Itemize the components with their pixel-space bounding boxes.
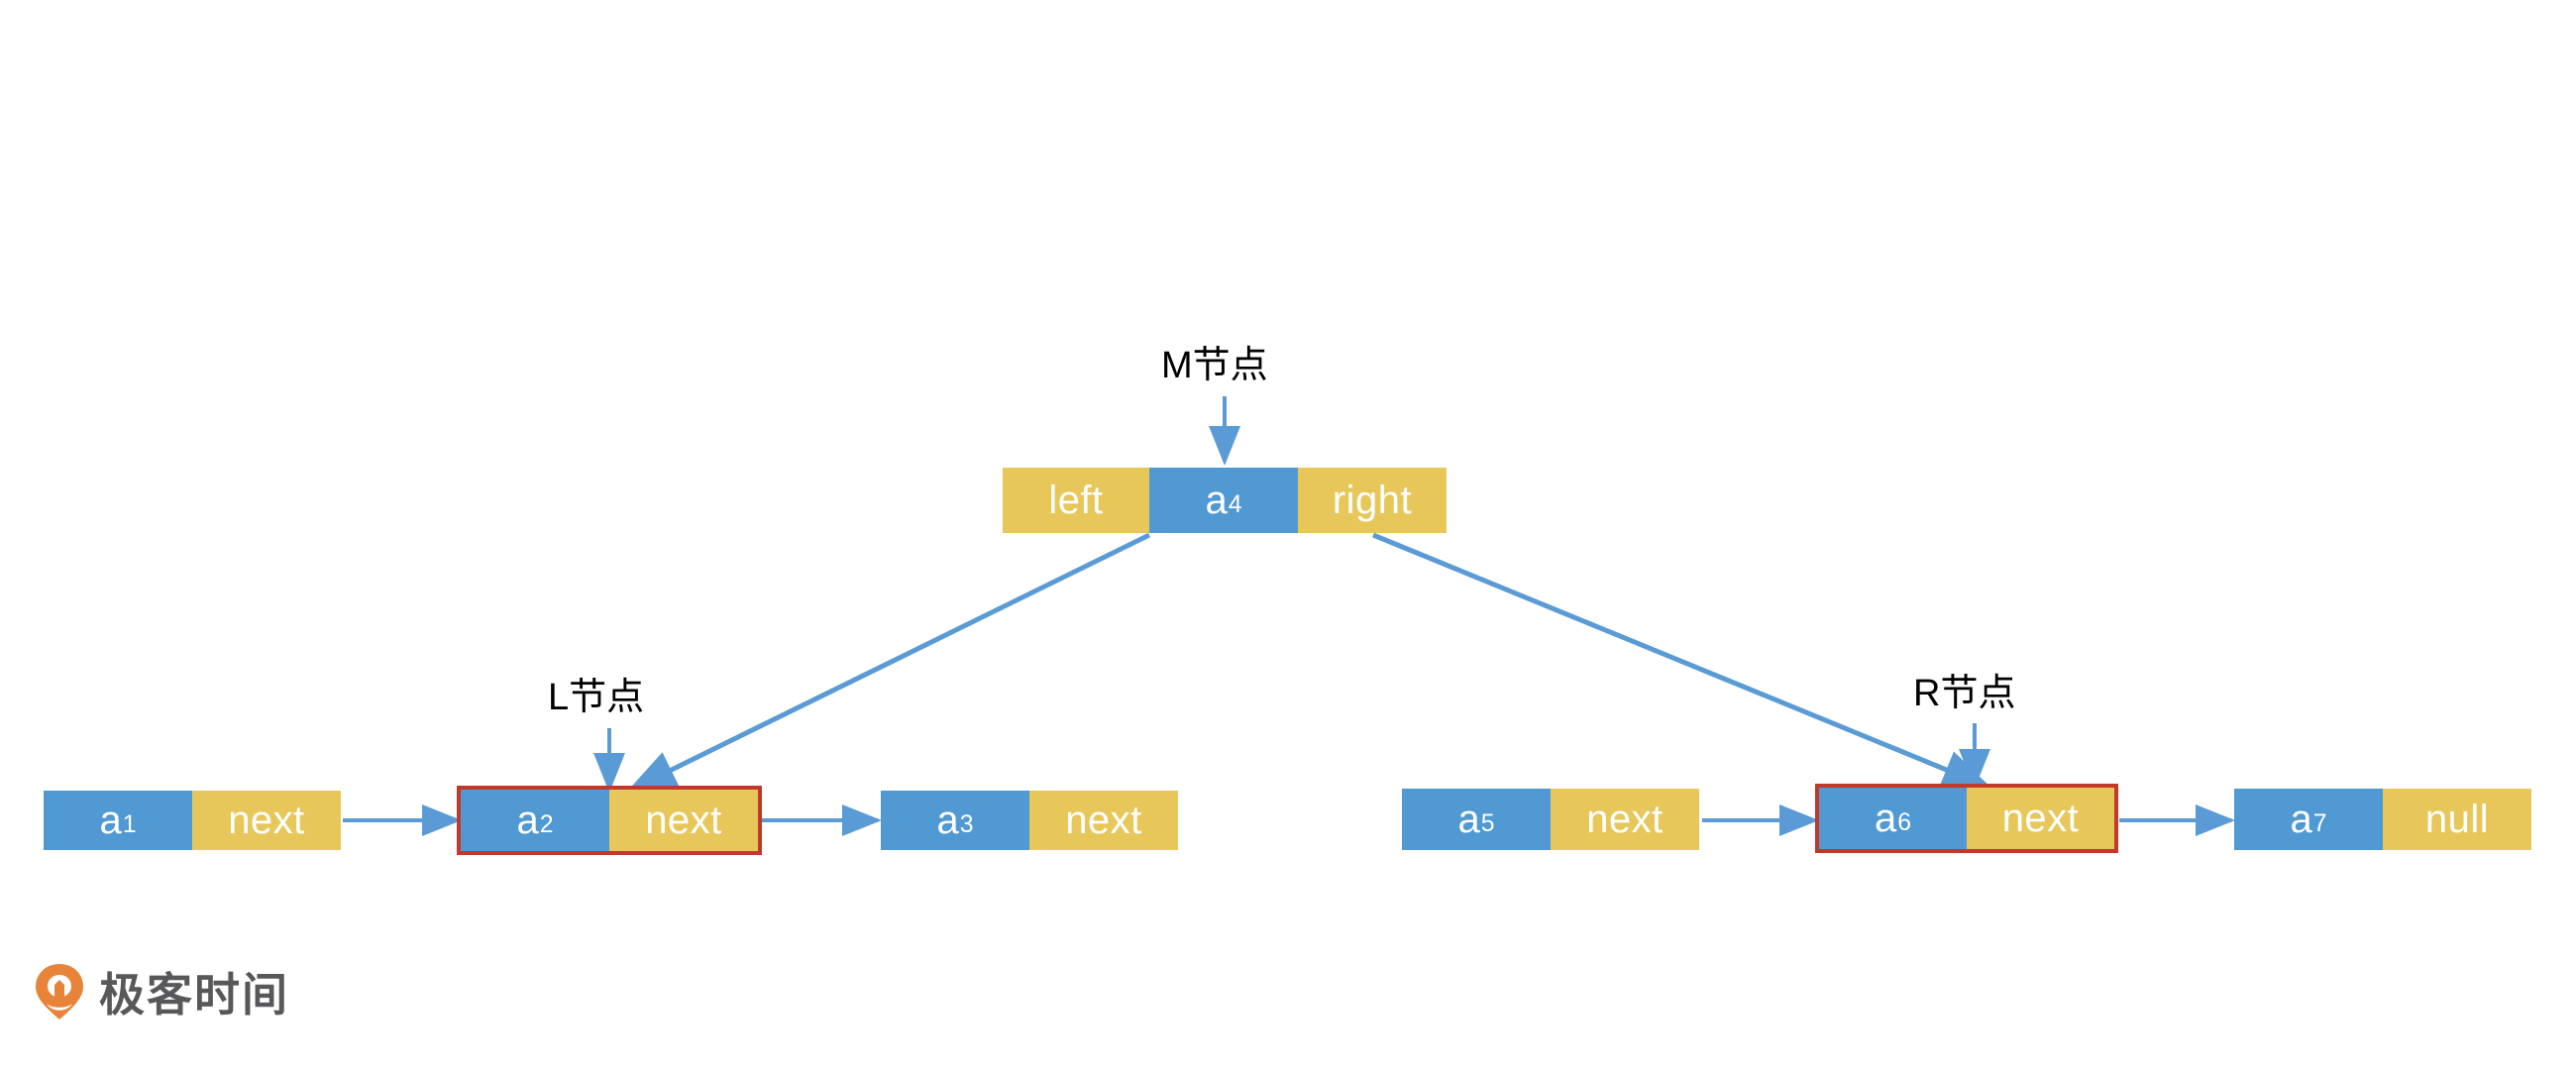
tree-node-left-field: left	[1003, 468, 1149, 533]
tree-node-right-field: right	[1298, 468, 1447, 533]
a1-value-text: a	[99, 798, 123, 842]
a2-value-subscript: 2	[539, 811, 554, 839]
a2-value-text: a	[516, 798, 540, 842]
label-m-node: M节点	[1161, 345, 1268, 386]
a3-value-subscript: 3	[959, 811, 974, 839]
a6-value-subscript: 6	[1897, 809, 1912, 837]
arrow-tree-right-to-a6	[1372, 532, 1992, 790]
label-r-node: R节点	[1913, 673, 2016, 714]
label-l-node: L节点	[548, 677, 645, 718]
a1-value-subscript: 1	[122, 811, 137, 839]
tree-node-value-subscript: 4	[1228, 491, 1242, 519]
list-node-a3-pointer: next	[1029, 791, 1178, 850]
brand-logo: 极客时间	[34, 959, 289, 1024]
arrow-tree-left-to-a2	[626, 532, 1151, 793]
a7-value-subscript: 7	[2312, 810, 2327, 838]
geektime-pin-icon	[36, 964, 83, 1019]
tree-node-value: a	[1205, 478, 1229, 522]
a5-value-subscript: 5	[1480, 810, 1495, 838]
list-node-a7-pointer: null	[2383, 789, 2531, 850]
list-node-a5-pointer: next	[1551, 789, 1699, 850]
a7-value-text: a	[2290, 797, 2313, 841]
a6-value-text: a	[1874, 796, 1897, 840]
a5-value-text: a	[1457, 797, 1481, 841]
list-node-a2-pointer: next	[609, 790, 758, 851]
list-node-a1-pointer: next	[192, 791, 341, 850]
list-node-a6-pointer: next	[1967, 788, 2114, 849]
brand-logo-text: 极客时间	[99, 969, 289, 1020]
a3-value-text: a	[936, 798, 960, 842]
